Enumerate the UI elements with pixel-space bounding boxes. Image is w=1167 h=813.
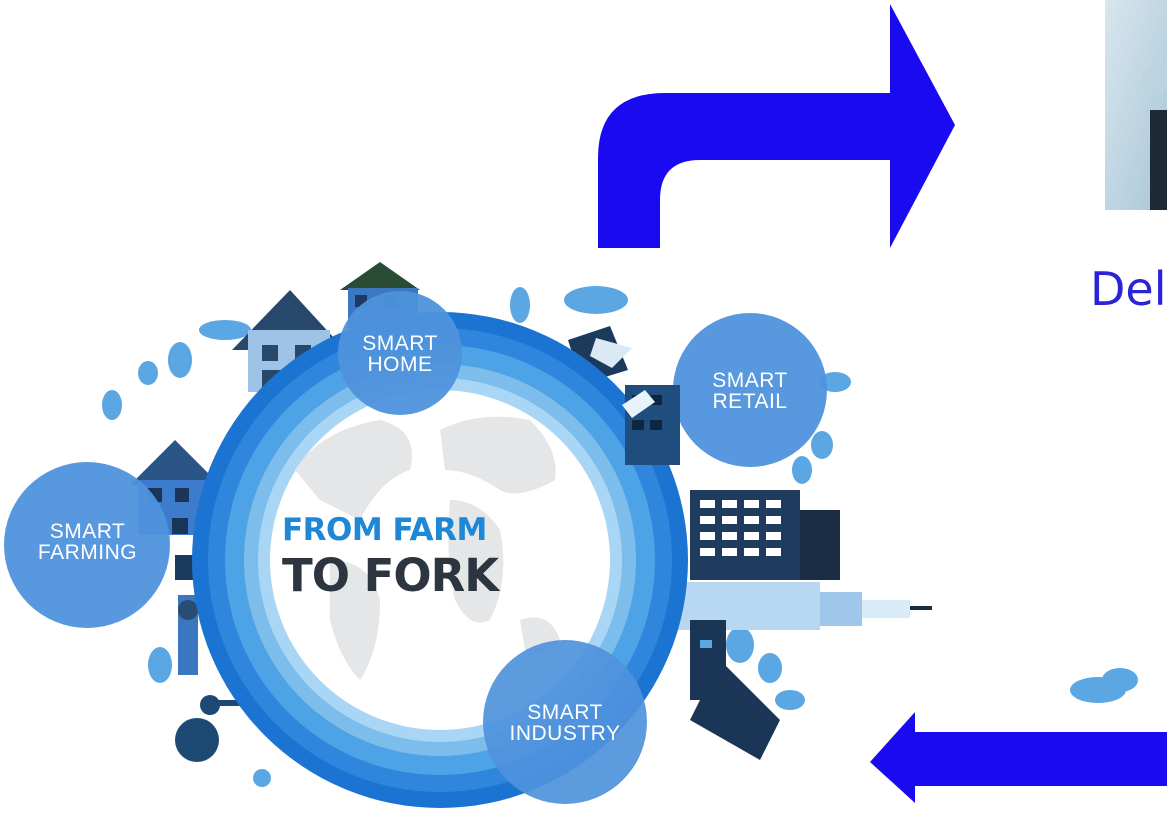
photo-thumbnail xyxy=(1105,0,1167,210)
smart-farming-line1: SMART xyxy=(49,520,126,543)
smart-industry-line2: INDUSTRY xyxy=(509,722,621,745)
smart-home-label: SMART HOME xyxy=(340,333,460,375)
retail-store xyxy=(590,338,680,465)
bubble-smart-retail xyxy=(673,313,827,467)
smart-retail-line1: SMART xyxy=(712,369,788,392)
center-title-line1: FROM FARM xyxy=(282,512,487,548)
smart-home-line2: HOME xyxy=(367,353,433,376)
smart-industry-label: SMART INDUSTRY xyxy=(495,702,635,744)
bubble-smart-farming xyxy=(4,462,170,628)
cut-off-text: Del xyxy=(1090,262,1167,316)
smart-retail-line2: RETAIL xyxy=(712,390,788,413)
smart-farming-label: SMART FARMING xyxy=(15,521,160,563)
curved-arrow-top xyxy=(598,4,955,248)
smart-retail-label: SMART RETAIL xyxy=(695,370,805,412)
world-map xyxy=(295,416,560,680)
bubble-smart-home xyxy=(338,291,462,415)
bubble-smart-industry xyxy=(483,640,647,804)
left-arrow-bottom xyxy=(870,712,1167,803)
decorative-clouds xyxy=(102,286,1138,710)
center-title-line2: TO FORK xyxy=(282,549,499,602)
trees-bottom-left xyxy=(175,695,271,787)
smart-industry-line1: SMART xyxy=(527,701,603,724)
smart-farming-line2: FARMING xyxy=(37,541,138,564)
smart-home-line1: SMART xyxy=(362,332,438,355)
